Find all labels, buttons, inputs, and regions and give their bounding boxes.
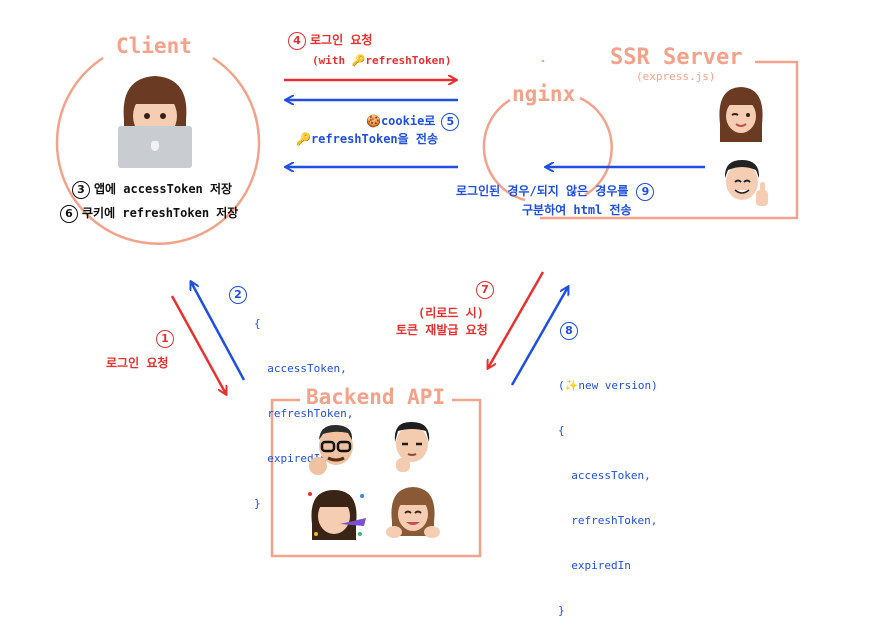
step8-number: 8 [560, 322, 578, 340]
nginx-left-arc [482, 98, 526, 202]
arrow-step7 [488, 271, 545, 368]
ssr-server-subtitle: (express.js) [636, 70, 716, 83]
step2-line: accessToken, [254, 362, 347, 375]
ssr-server-title: SSR Server [610, 45, 743, 70]
ssr-server-box [540, 60, 799, 220]
step2-number: 2 [229, 286, 247, 304]
step8-number-wrap: 8 [560, 322, 582, 340]
diagram-shapes [55, 56, 799, 558]
client-title: Client [116, 34, 192, 58]
step4-label: 4 로그인 요청 [288, 31, 372, 50]
step7-number-wrap: 7 [476, 281, 498, 299]
step4-sub: (with 🔑refreshToken) [312, 54, 452, 67]
backend-avatar-party [302, 484, 372, 544]
step1-text: 로그인 요청 [106, 356, 169, 370]
step9-line1: 로그인된 경우/되지 않은 경우를 9 [456, 182, 658, 201]
step9-number: 9 [636, 182, 655, 201]
arrow-step2 [191, 282, 246, 381]
step2-payload: { accessToken, refreshToken, expiredIn } [254, 286, 353, 526]
laptop-user-avatar [114, 70, 196, 168]
backend-avatar-glasses [306, 420, 364, 478]
backend-box [270, 398, 482, 558]
step6-label: 6 쿠키에 refreshToken 저장 [60, 204, 238, 223]
step9-line2: 구분하여 html 전송 [522, 203, 632, 217]
step3-label: 3 앱에 accessToken 저장 [72, 180, 232, 199]
step7-line1: (리로드 시) [418, 306, 484, 320]
step7-number: 7 [476, 281, 494, 299]
step8-line: accessToken, [558, 469, 651, 482]
step5-line1: 🍪cookie로 5 [366, 112, 463, 131]
step8-line: refreshToken, [558, 514, 658, 527]
step8-line: expiredIn [558, 559, 631, 572]
step8-line: (✨new version) [558, 379, 658, 392]
backend-title: Backend API [306, 385, 446, 409]
ssr-avatar-woman [714, 84, 768, 146]
step5-line2: 🔑refreshToken을 전송 [296, 132, 438, 146]
step6-text: 쿠키에 refreshToken 저장 [82, 206, 239, 220]
arrow-step8 [510, 287, 568, 386]
step1-number: 1 [156, 330, 174, 348]
ssr-avatar-man [716, 152, 776, 214]
nginx-right-arc [579, 96, 613, 197]
client-circle [55, 56, 261, 245]
step5-number: 5 [441, 112, 460, 131]
step3-number: 3 [72, 180, 90, 199]
step8-payload: (✨new version) { accessToken, refreshTok… [558, 348, 658, 633]
step5-text1: 🍪cookie로 [366, 114, 436, 128]
step8-line: } [558, 604, 565, 617]
step6-number: 6 [60, 204, 78, 223]
arrow-step1 [170, 295, 226, 394]
step4-number: 4 [288, 31, 306, 50]
backend-avatar-thinking [384, 418, 440, 478]
step2-number-wrap: 2 [229, 286, 251, 304]
step1-number-wrap: 1 [156, 330, 178, 348]
step4-text: 로그인 요청 [310, 33, 373, 47]
step2-line: { [254, 317, 261, 330]
step8-line: { [558, 424, 565, 437]
step7-line2: 토큰 재발급 요청 [396, 323, 488, 337]
step2-line: } [254, 497, 261, 510]
nginx-title: nginx [512, 82, 576, 106]
step3-text: 앱에 accessToken 저장 [94, 182, 233, 196]
step2-line: refreshToken, [254, 407, 354, 420]
step9-text1: 로그인된 경우/되지 않은 경우를 [456, 184, 629, 198]
backend-avatar-cheer [384, 482, 442, 544]
